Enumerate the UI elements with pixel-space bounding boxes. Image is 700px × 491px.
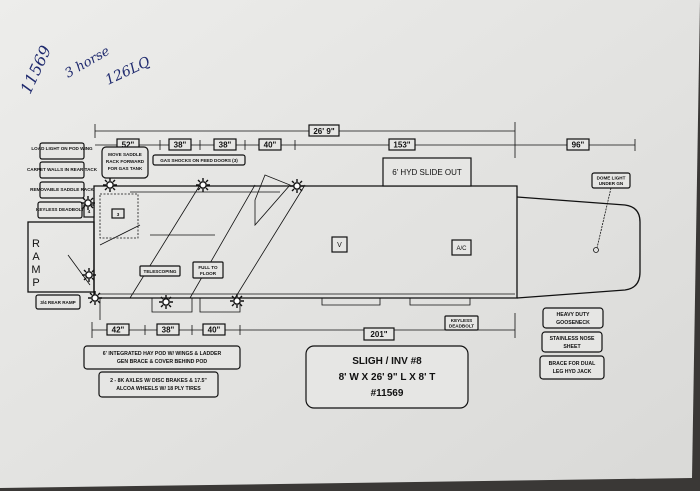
label-text: HEAVY DUTY [557,312,590,318]
label-text: SHEET [563,344,581,350]
light-icon [87,290,103,306]
label-text: 6' INTEGRATED HAY POD W/ WINGS & LADDER [103,351,222,357]
label-text: DEADBOLT [449,324,474,329]
label-text: GAS SHOCKS ON FEED DOORS (3) [160,158,238,163]
label-text: M [31,264,40,276]
label-text: LOAD LIGHT ON POD WING [31,146,93,151]
label-text: 38" [174,141,187,150]
label-text: 153" [393,141,410,150]
label-text: LEG HYD JACK [553,369,592,375]
label-text: DOME LIGHT [597,176,626,181]
label-text: 4 [88,209,91,214]
light-icon [289,178,305,194]
bottom-dimensions: 42" 38" 40" 201" [91,313,516,341]
label-text: 96" [572,141,585,150]
label-text: FLOOR [200,271,217,276]
label-text: 2 - 8K AXLES W/ DISC BRAKES & 17.5" [110,378,207,384]
light-icon [158,294,174,310]
label-text: SLIGH / INV #8 [352,356,422,367]
label-text: 3 [117,212,120,217]
label-text: GOOSENECK [556,320,590,326]
light-icon [102,177,118,193]
trailer-body: 3 4 [83,174,641,320]
bottom-notes: 6' INTEGRATED HAY POD W/ WINGS & LADDER … [83,345,241,398]
label-text: RACK FORWARD [106,159,145,164]
label-text: A [32,251,40,263]
label-text: 26' 9" [313,127,334,136]
label-text: 38" [162,326,175,335]
label-text: P [32,277,39,289]
label-text: 38" [219,141,232,150]
light-icon [81,267,97,283]
title-block: SLIGH / INV #8 8' W X 26' 9" L X 8' T #1… [305,345,469,409]
label-text: 8' W X 26' 9" L X 8' T [339,372,436,383]
label-text: 40" [208,326,221,335]
label-text: 201" [370,330,387,339]
right-notes: HEAVY DUTY GOOSENECK STAINLESS NOSE SHEE… [539,307,605,380]
label-text: STAINLESS NOSE [550,336,595,342]
label-text: KEYLESS DEADBOLT [36,207,84,212]
label-text: BRACE FOR DUAL [549,361,597,367]
label-text: 3/4 REAR RAMP [40,300,75,305]
label-text: V [337,242,342,249]
left-notes: LOAD LIGHT ON POD WING CARPET WALLS IN R… [27,142,98,310]
label-text: KEYLESS [451,318,472,323]
label-text: GEN BRACE & COVER BEHIND POD [117,359,207,365]
label-text: UNDER GN [599,181,624,186]
interior-notes: MOVE SADDLE RACK FORWARD FOR GAS TANK GA… [101,146,631,331]
dome-light-icon [593,247,599,253]
label-text: 42" [112,326,125,335]
label-text: TELESCOPING [144,269,177,274]
light-icon [229,293,245,309]
light-icon [80,195,96,211]
label-text: FOR GAS TANK [108,166,143,171]
top-dimensions: 26' 9" 52" 38" 38" 40" 153" 96" [94,122,636,158]
label-text: R [32,238,40,250]
label-text: 52" [122,141,135,150]
label-text: #11569 [371,388,404,399]
label-text: A/C [456,246,467,252]
label-text: FULL TO [198,265,218,270]
label-text: REMOVABLE SADDLE RACK [30,187,94,192]
label-text: ALCOA WHEELS W/ 18 PLY TIRES [116,386,201,392]
label-text: 40" [264,141,277,150]
light-icon [195,177,211,193]
label-text: CARPET WALLS IN REAR TACK [27,167,98,172]
label-text: 6' HYD SLIDE OUT [392,168,462,177]
label-text: MOVE SADDLE [108,152,142,157]
